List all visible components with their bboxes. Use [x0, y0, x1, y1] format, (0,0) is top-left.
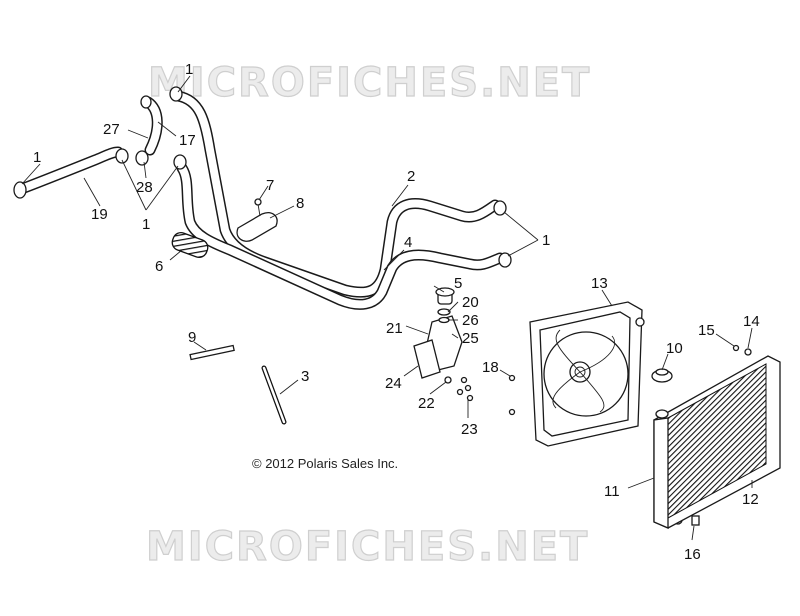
- callout-6: 6: [155, 258, 163, 275]
- leader-lines: [21, 75, 753, 541]
- callout-20: 20: [462, 294, 479, 311]
- callout-26: 26: [462, 312, 479, 329]
- radiator: [653, 355, 781, 529]
- watermark-bottom: MICROFICHES.NET: [146, 524, 589, 570]
- callout-9: 9: [188, 329, 196, 346]
- callout-12: 12: [742, 491, 759, 508]
- callout-10: 10: [666, 340, 683, 357]
- coolant-reservoir: [413, 287, 474, 402]
- callout-27: 27: [103, 121, 120, 138]
- watermark-top: MICROFICHES.NET: [148, 60, 591, 106]
- callout-5: 5: [454, 275, 462, 292]
- callout-22: 22: [418, 395, 435, 412]
- callout-19: 19: [91, 206, 108, 223]
- callout-14: 14: [743, 313, 760, 330]
- hose-clamps: [13, 86, 512, 268]
- callout-16: 16: [684, 546, 701, 563]
- callout-1a: 1: [185, 61, 193, 78]
- strap: [189, 344, 235, 361]
- callout-15: 15: [698, 322, 715, 339]
- callout-21: 21: [386, 320, 403, 337]
- callout-2: 2: [407, 168, 415, 185]
- callout-13: 13: [591, 275, 608, 292]
- copyright-notice: © 2012 Polaris Sales Inc.: [252, 456, 398, 471]
- callout-1c: 1: [142, 216, 150, 233]
- radiator-cap: [651, 368, 673, 383]
- hose-19: [18, 146, 124, 194]
- cable-tie: [261, 365, 287, 425]
- coolant-tube-upper: [172, 90, 501, 298]
- callout-24: 24: [385, 375, 402, 392]
- callout-4: 4: [404, 234, 412, 251]
- coolant-tube-lower: [176, 162, 506, 310]
- callout-23: 23: [461, 421, 478, 438]
- tube-bracket: [236, 198, 278, 242]
- callout-25: 25: [462, 330, 479, 347]
- fan-shroud: [508, 301, 645, 447]
- callouts: 1 1 1 1 2 3 4 5 6 7 8 9 10 11 12 13 14 1…: [33, 61, 760, 563]
- callout-28: 28: [136, 179, 153, 196]
- callout-8: 8: [296, 195, 304, 212]
- callout-18: 18: [482, 359, 499, 376]
- hose-17: [142, 96, 163, 156]
- callout-3: 3: [301, 368, 309, 385]
- callout-17: 17: [179, 132, 196, 149]
- callout-7: 7: [266, 177, 274, 194]
- callout-1d: 1: [542, 232, 550, 249]
- callout-11: 11: [604, 483, 620, 500]
- callout-1b: 1: [33, 149, 41, 166]
